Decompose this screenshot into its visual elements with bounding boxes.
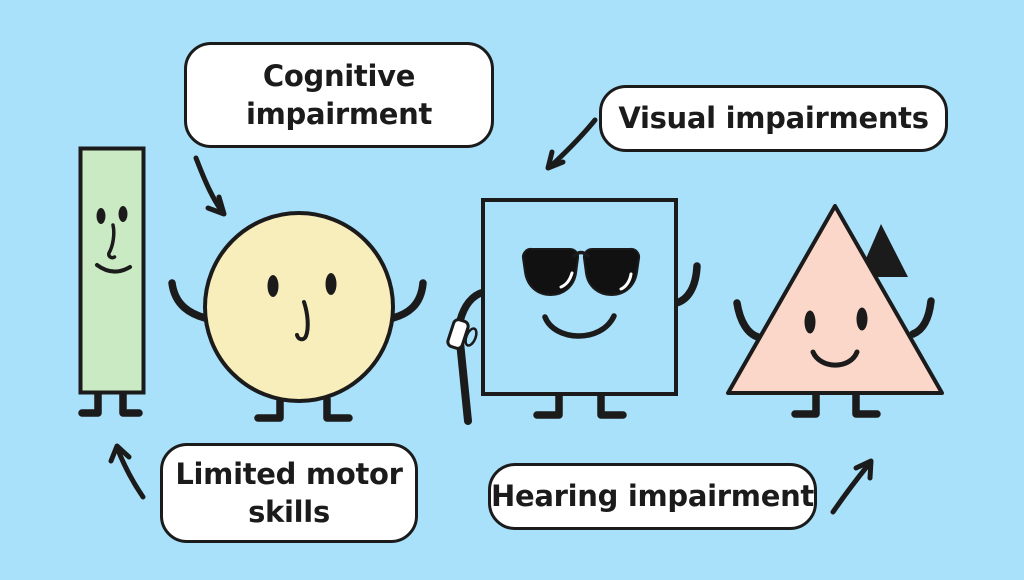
arrow-visual-to-square	[548, 117, 598, 169]
circle-character	[168, 211, 427, 422]
triangle-right-eye	[856, 307, 868, 331]
square-character	[446, 198, 701, 425]
rectangle-left-leg	[78, 387, 102, 417]
square-smile	[542, 313, 617, 339]
rectangle-right-eye	[118, 206, 128, 222]
arrow-motor-head	[108, 443, 132, 464]
arrow-motor-to-rectangle	[115, 447, 146, 500]
sunglasses-right-lens	[582, 247, 641, 297]
arrow-hearing-head	[853, 458, 874, 481]
label-cognitive-impairment: Cognitive impairment	[184, 42, 494, 148]
arrow-cognitive-head	[205, 194, 227, 217]
circle-left-eye	[267, 275, 279, 297]
label-hearing-impairment: Hearing impairment	[488, 463, 817, 530]
square-body	[481, 198, 678, 396]
hearing-aid-triangle	[858, 224, 908, 277]
circle-left-leg	[254, 395, 284, 422]
cane-stick	[456, 338, 472, 425]
sunglasses-right-shine	[619, 272, 633, 291]
arrow-visual-head	[545, 149, 566, 171]
triangle-left-eye	[804, 310, 816, 334]
circle-nose	[295, 300, 310, 342]
label-visual-impairments: Visual impairments	[599, 85, 948, 152]
triangle-left-arm	[733, 299, 762, 341]
triangle-body	[726, 204, 944, 395]
triangle-character	[726, 204, 944, 418]
label-hearing-text: Hearing impairment	[491, 479, 814, 514]
rectangle-smile	[95, 263, 132, 274]
label-motor-line2: skills	[248, 495, 330, 529]
arrow-hearing-to-triangle	[830, 461, 872, 515]
rectangle-character	[78, 146, 146, 417]
white-cane	[446, 318, 478, 425]
triangle-right-arm	[909, 297, 935, 338]
circle-right-eye	[325, 273, 337, 295]
circle-left-arm	[168, 279, 209, 322]
square-left-leg	[533, 391, 563, 419]
rectangle-left-eye	[96, 208, 106, 224]
callout-arrows	[108, 117, 874, 515]
sunglasses-left-shine	[559, 271, 574, 289]
cane-handle	[446, 318, 470, 350]
triangle-right-leg	[852, 390, 881, 418]
triangle-smile	[810, 349, 860, 368]
square-right-arm	[672, 262, 701, 307]
circle-right-leg	[323, 395, 353, 422]
circle-right-arm	[389, 279, 427, 322]
label-cognitive-line1: Cognitive	[262, 58, 416, 93]
sunglasses-icon	[521, 247, 641, 297]
rectangle-nose	[107, 223, 117, 260]
label-visual-text: Visual impairments	[618, 101, 929, 136]
label-limited-motor-skills: Limited motor skills	[160, 443, 418, 543]
sunglasses-bridge	[571, 250, 591, 259]
rectangle-right-leg	[119, 387, 143, 417]
circle-body	[203, 211, 395, 403]
label-cognitive-line2: impairment	[245, 97, 433, 131]
triangle-left-leg	[791, 390, 820, 418]
square-right-leg	[597, 391, 627, 419]
label-motor-line1: Limited motor	[175, 456, 403, 491]
